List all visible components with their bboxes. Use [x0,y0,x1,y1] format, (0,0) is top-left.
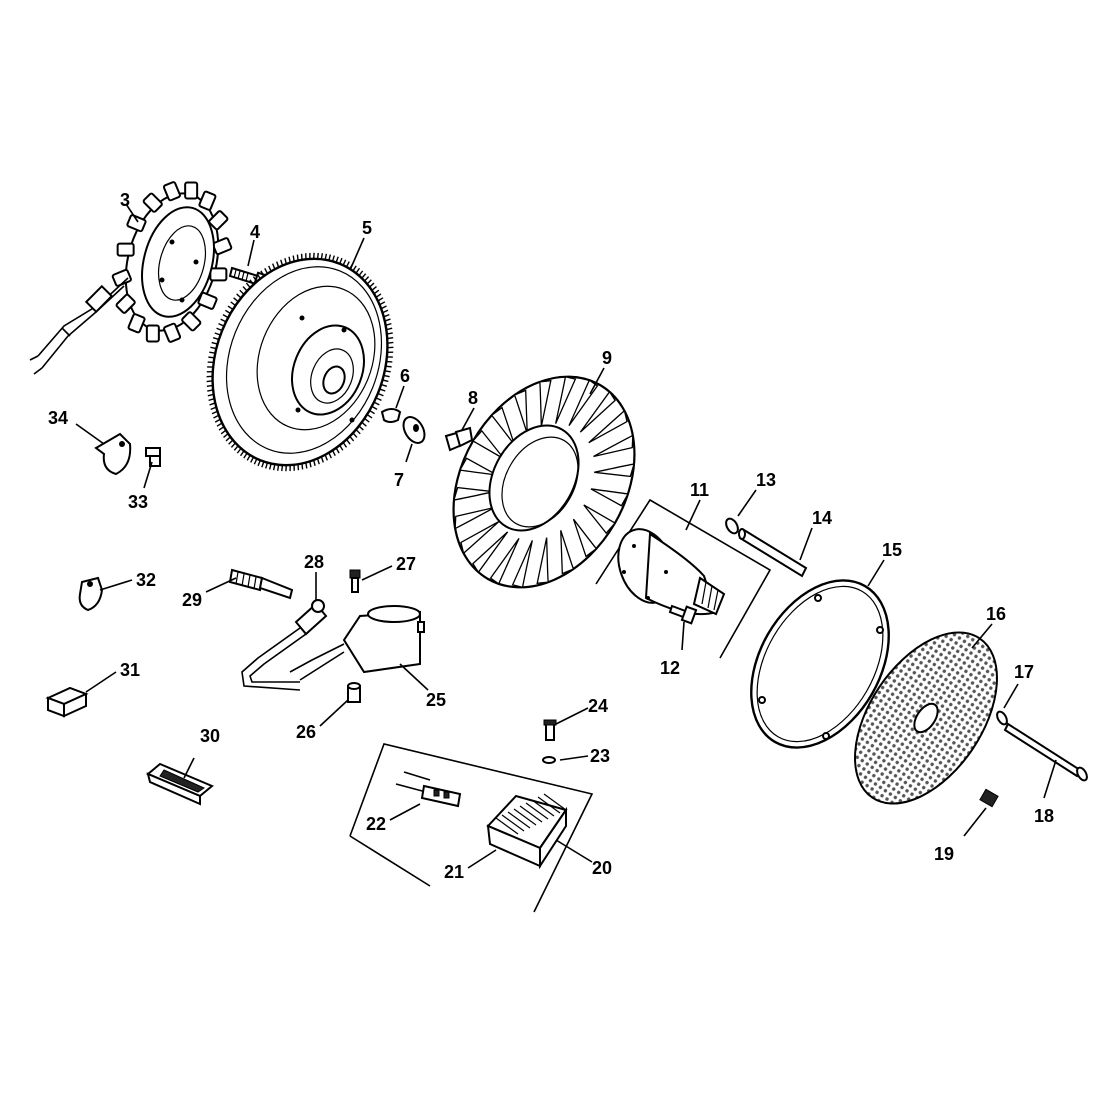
callout-30: 30 [200,726,220,746]
callout-25: 25 [426,690,446,710]
callout-labels: 3 4 5 6 7 8 9 11 12 13 14 15 16 17 18 19… [48,190,1054,882]
regulator-group-part-20 [349,743,594,913]
bolt-part-12 [668,604,698,625]
callout-22: 22 [366,814,386,834]
boot-part-26 [347,682,361,703]
screen-part-16 [854,631,998,805]
screw-part-24 [543,719,557,741]
bolt-part-33 [145,447,161,467]
washer-part-17 [996,710,1008,726]
bolt-part-8 [444,426,474,452]
callout-33: 33 [128,492,148,512]
spark-plug-part-29 [228,568,294,600]
callout-6: 6 [400,366,410,386]
ring-part-15 [750,579,890,749]
callout-11: 11 [690,480,709,500]
callout-24: 24 [588,696,608,716]
fan-part-9 [452,375,636,589]
callout-32: 32 [136,570,156,590]
leader-lines [75,203,1057,869]
callout-34: 34 [48,408,68,428]
ignition-coil-part-25 [241,605,425,691]
callout-9: 9 [602,348,612,368]
callout-20: 20 [592,858,612,878]
clamp-part-34 [94,432,132,476]
callout-23: 23 [590,746,610,766]
flywheel-part-5 [206,252,394,472]
callout-4: 4 [250,222,260,242]
callout-29: 29 [182,590,202,610]
screw-part-27 [349,569,361,593]
hub-part-11 [595,498,772,659]
spark-cap-part-28 [294,599,328,636]
callout-8: 8 [468,388,478,408]
plug-part-31 [45,686,89,718]
callout-17: 17 [1014,662,1034,682]
callout-31: 31 [120,660,140,680]
callout-18: 18 [1034,806,1054,826]
callout-3: 3 [120,190,130,210]
callout-26: 26 [296,722,316,742]
callout-13: 13 [756,470,776,490]
callout-27: 27 [396,554,416,574]
pin-part-14 [738,528,808,578]
callout-14: 14 [812,508,832,528]
washer-part-23 [542,756,556,764]
callout-5: 5 [362,218,372,238]
bolt-part-18 [1003,722,1088,782]
clamp-part-32 [78,576,104,612]
stator-part-3 [29,181,233,375]
callout-28: 28 [304,552,324,572]
callout-21: 21 [444,862,464,882]
washer-part-7 [402,416,426,444]
washer-part-13 [725,517,739,535]
key-part-6 [380,408,402,423]
callout-16: 16 [986,604,1006,624]
callout-15: 15 [882,540,902,560]
connector-part-22 [395,771,462,808]
callout-7: 7 [394,470,404,490]
callout-19: 19 [934,844,954,864]
regulator-part-21 [486,793,568,870]
nut-part-19 [979,788,999,808]
cover-part-30 [146,762,214,806]
callout-12: 12 [660,658,680,678]
